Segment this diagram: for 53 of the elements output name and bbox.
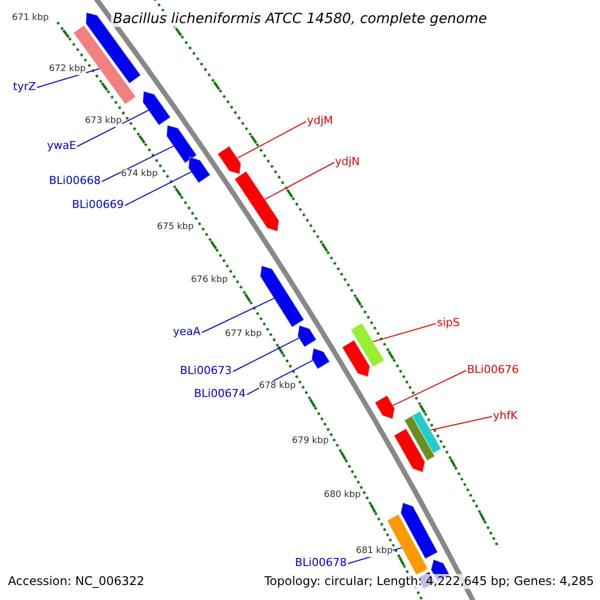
gene-block [411, 410, 442, 454]
leader-line [76, 110, 149, 147]
leader-line [264, 162, 334, 200]
leader-line [372, 323, 436, 342]
gene-block [188, 156, 211, 184]
gene-block [142, 90, 172, 126]
gene-block [400, 502, 438, 560]
scale-label: 678 kbp [259, 381, 296, 392]
scale-label: 680 kbp [324, 490, 361, 501]
scale-label: 677 kbp [225, 329, 262, 340]
gene-block [374, 394, 396, 420]
gene-label: yeaA [173, 325, 201, 338]
scale-label: 672 kbp [49, 64, 86, 75]
accession-text: Accession: NC_006322 [8, 574, 144, 589]
leader-line [236, 121, 306, 159]
gene-block [297, 324, 317, 348]
scale-label: 675 kbp [157, 222, 194, 233]
gene-block [404, 415, 436, 462]
gene-label: BLi00668 [49, 174, 101, 187]
gene-block [234, 170, 280, 232]
genome-info-text: Topology: circular; Length: 4,222,645 bp; Genes: 4,285 [264, 574, 594, 589]
gene-label: yhfK [493, 409, 518, 422]
gene-block [166, 124, 198, 164]
leader-line [102, 146, 174, 182]
gene-block [311, 348, 330, 370]
gene-block [216, 145, 242, 175]
gene-label: BLi00673 [180, 364, 232, 377]
leader-line [36, 68, 100, 88]
gene-block [341, 339, 370, 378]
gene-label: BLi00678 [295, 556, 347, 569]
leader-line [392, 370, 466, 406]
leader-line [202, 298, 275, 333]
scale-label: 671 kbp [12, 13, 49, 24]
gene-block [350, 322, 385, 368]
scale-label: 673 kbp [85, 116, 122, 127]
scale-label: 676 kbp [191, 275, 228, 286]
gene-label: BLi00674 [194, 387, 246, 400]
gene-label: BLi00676 [467, 363, 519, 376]
gene-label: BLi00669 [72, 198, 124, 211]
gene-label: sipS [437, 316, 460, 329]
gene-block [393, 428, 426, 473]
gene-label: ydjN [335, 155, 360, 168]
scale-label: 679 kbp [292, 436, 329, 447]
leader-line [430, 416, 492, 431]
gene-block [260, 265, 305, 328]
scale-label: 674 kbp [121, 169, 158, 180]
leader-line [232, 338, 300, 372]
leader-line [124, 171, 192, 206]
gene-label: ydjM [307, 114, 334, 127]
scale-label: 681 kbp [356, 546, 393, 557]
gene-label: tyrZ [13, 80, 36, 93]
title: Bacillus licheniformis ATCC 14580, complete genome [111, 11, 489, 27]
gene-label: ywaE [47, 139, 76, 152]
